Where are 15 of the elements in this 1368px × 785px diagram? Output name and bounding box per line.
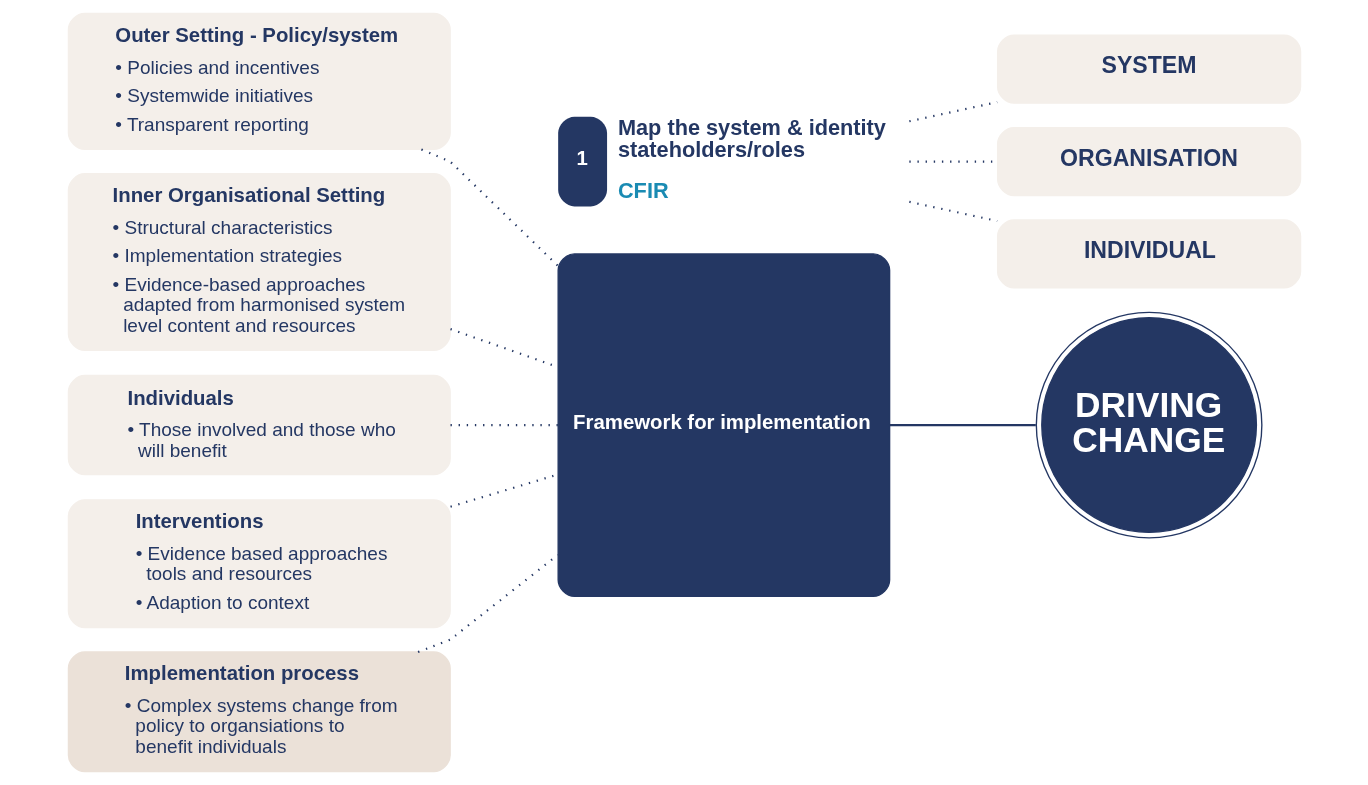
node-circle: DRIVING CHANGE xyxy=(1035,311,1263,539)
node-box: Inner Organisational Setting • Structural characteristics • Implementation strategies • Evidence-based approaches adapted from harmonised system level content and resources xyxy=(67,173,451,352)
node-box: 1 xyxy=(557,116,607,207)
node-box: Outer Setting - Policy/system • Policies and incentives • Systemwide initiatives • Transparent reporting xyxy=(67,12,451,150)
node-box: Implementation process • Complex systems change from policy to organsiations to benefit individuals xyxy=(67,651,451,773)
connector xyxy=(889,423,1036,427)
node-box: Interventions • Evidence based approaches tools and resources • Adaption to context xyxy=(67,499,451,629)
node-box: Framework for implementation xyxy=(557,253,890,597)
node-label: Map the system & identity stateholders/roles xyxy=(617,115,886,163)
connector xyxy=(420,148,559,267)
node-box: INDIVIDUAL xyxy=(996,219,1301,289)
node-label: CFIR xyxy=(617,177,669,203)
node-box: Individuals • Those involved and those who will benefit xyxy=(67,374,451,476)
node-box: SYSTEM xyxy=(996,34,1301,104)
connector xyxy=(450,424,558,427)
